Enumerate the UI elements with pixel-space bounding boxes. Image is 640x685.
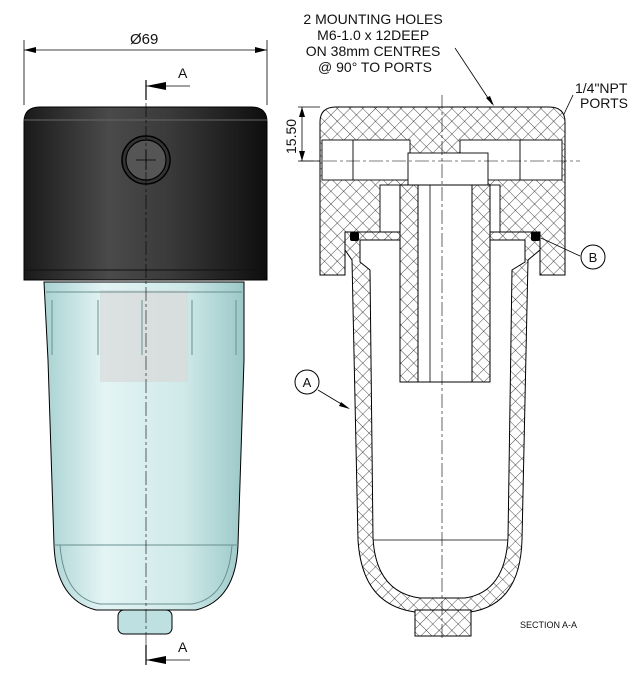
mounting-holes-note: 2 MOUNTING HOLES M6-1.0 x 12DEEP ON 38mm… <box>303 11 446 75</box>
section-view: 2 MOUNTING HOLES M6-1.0 x 12DEEP ON 38mm… <box>283 11 631 640</box>
external-view: Ø69 A A <box>23 31 268 665</box>
o-ring-left <box>350 232 359 241</box>
drain-section <box>414 609 472 637</box>
balloon-b <box>580 244 606 270</box>
head-cap <box>23 106 268 281</box>
diameter-dimension: Ø69 <box>130 31 158 48</box>
transparent-bowl <box>43 281 245 611</box>
balloon-a <box>294 369 320 395</box>
ports-label: 1/4"NPT PORTS <box>575 80 631 111</box>
inner-tube-shadow <box>100 290 188 382</box>
o-ring-right <box>531 232 540 241</box>
height-dimension: 15.50 <box>283 119 299 154</box>
section-mark-bottom: A <box>178 639 188 655</box>
section-mark-top: A <box>178 65 188 81</box>
drain-stub <box>117 609 173 635</box>
balloon-b-label: B <box>589 250 598 265</box>
section-caption: SECTION A-A <box>520 620 577 630</box>
balloon-a-label: A <box>303 375 312 390</box>
